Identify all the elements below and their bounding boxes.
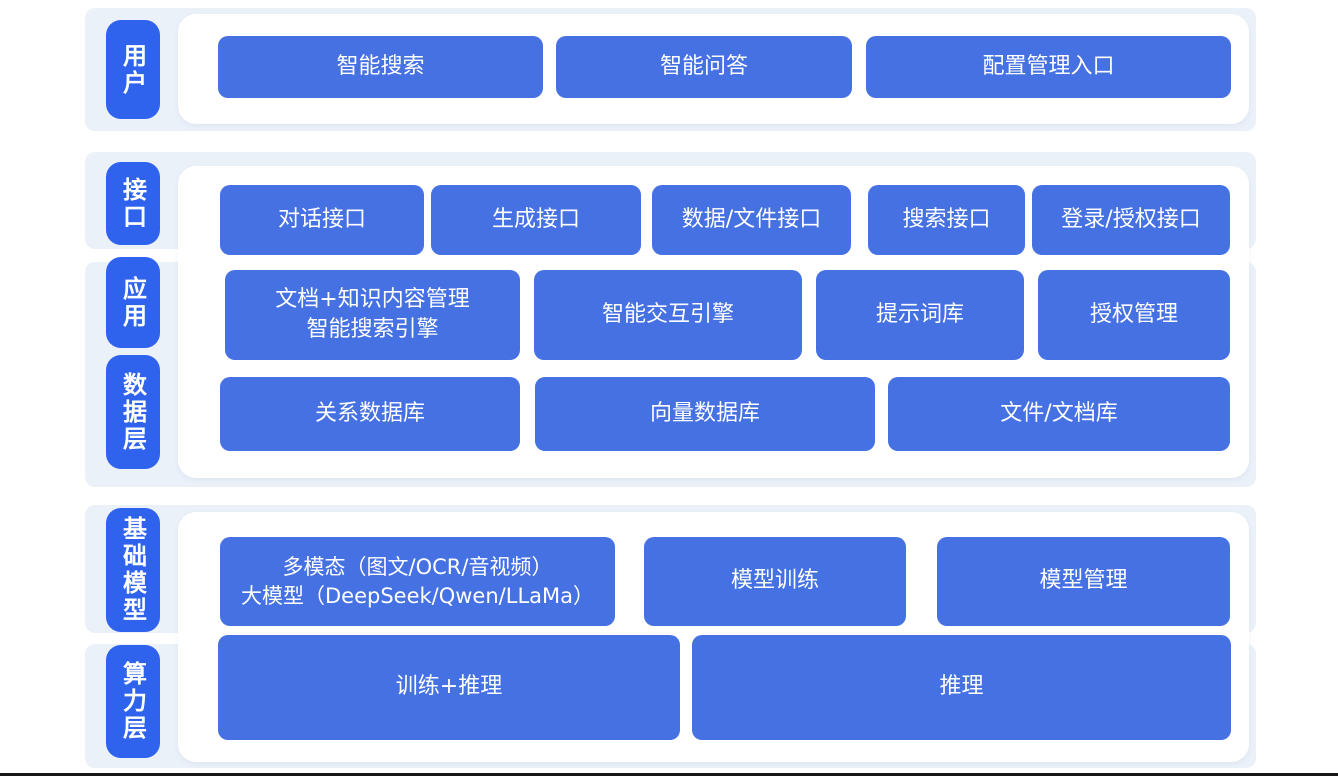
foundation-model-label: 基础模型: [106, 508, 160, 632]
box-data-file-api: 数据/文件接口: [652, 185, 851, 255]
box-smart-qa: 智能问答: [556, 36, 852, 98]
box-config-entry: 配置管理入口: [866, 36, 1231, 98]
box-model-management: 模型管理: [937, 537, 1230, 626]
box-generation-api: 生成接口: [431, 185, 641, 255]
box-relational-db: 关系数据库: [220, 377, 520, 451]
box-training-inference: 训练+推理: [218, 635, 680, 740]
application-layer-label: 应用: [106, 257, 160, 348]
box-auth-management: 授权管理: [1038, 270, 1230, 360]
box-multimodal-llm: 多模态（图文/OCR/音视频） 大模型（DeepSeek/Qwen/LLaMa）: [220, 537, 615, 626]
interface-layer-label: 接口: [106, 162, 160, 245]
compute-layer-label: 算力层: [106, 645, 160, 758]
bottom-divider-line: [0, 773, 1338, 776]
box-doc-knowledge-search-engine: 文档+知识内容管理 智能搜索引擎: [225, 270, 520, 360]
box-inference: 推理: [692, 635, 1231, 740]
box-prompt-library: 提示词库: [816, 270, 1024, 360]
box-search-api: 搜索接口: [868, 185, 1025, 255]
user-layer-label: 用户: [106, 20, 160, 119]
data-layer-label: 数据层: [106, 355, 160, 469]
box-smart-search: 智能搜索: [218, 36, 543, 98]
box-vector-db: 向量数据库: [535, 377, 875, 451]
box-file-doc-store: 文件/文档库: [888, 377, 1230, 451]
box-interaction-engine: 智能交互引擎: [534, 270, 802, 360]
box-model-training: 模型训练: [644, 537, 906, 626]
box-dialog-api: 对话接口: [220, 185, 424, 255]
box-login-auth-api: 登录/授权接口: [1032, 185, 1230, 255]
